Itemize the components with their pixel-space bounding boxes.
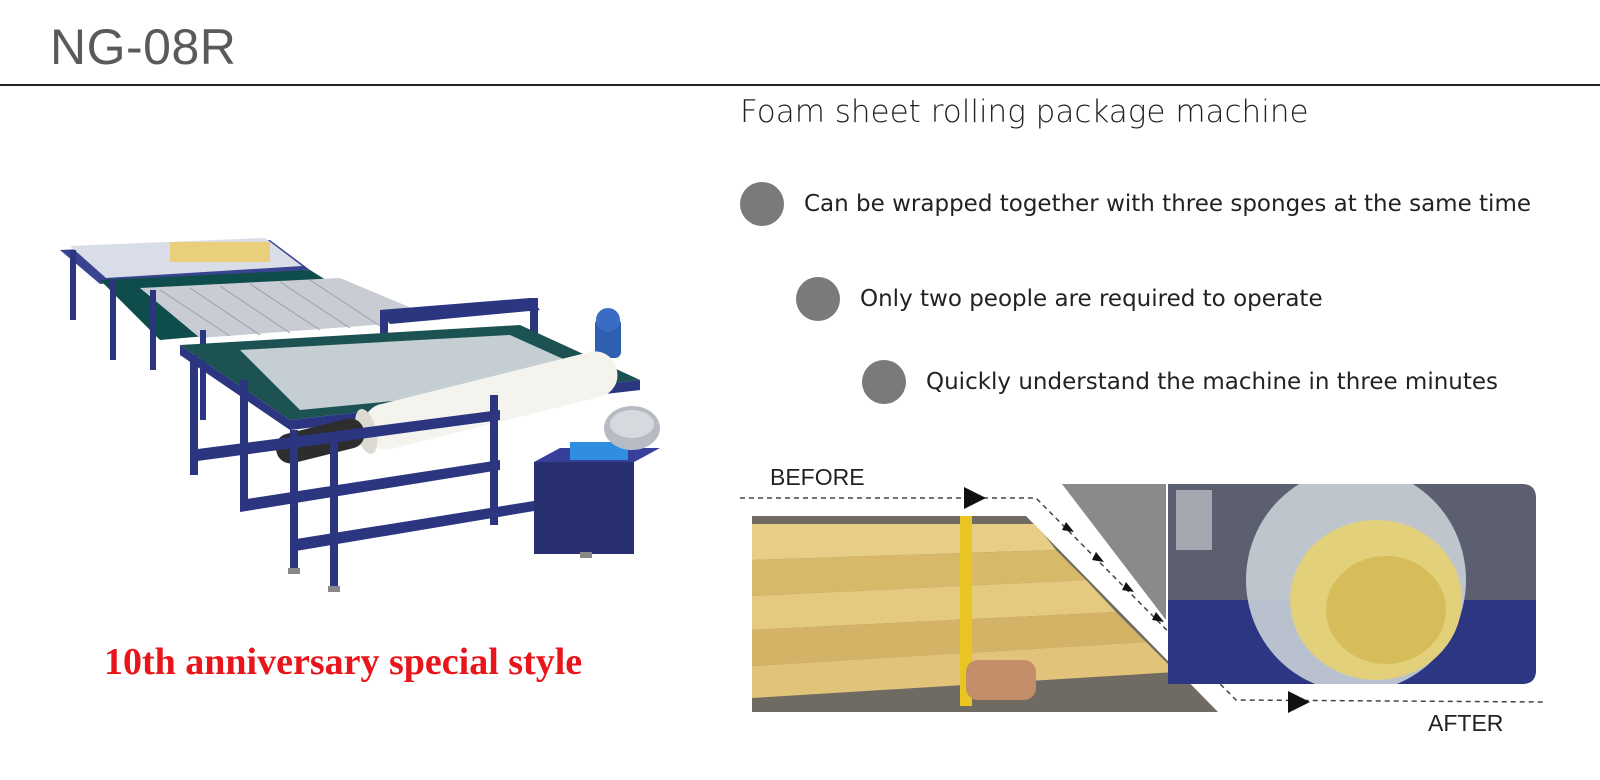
product-subtitle: Foam sheet rolling package machine (740, 94, 1309, 130)
machine-image (60, 238, 660, 592)
before-after-image (740, 484, 1545, 713)
feature-text: Can be wrapped together with three spong… (804, 191, 1532, 217)
feature-text: Quickly understand the machine in three … (926, 369, 1499, 395)
after-label: AFTER (1428, 710, 1504, 736)
feature-text: Only two people are required to operate (860, 286, 1323, 312)
model-title: NG-08R (50, 19, 237, 75)
bullet-dot-icon (862, 360, 906, 404)
promo-text: 10th anniversary special style (104, 641, 583, 683)
header-divider (0, 84, 1600, 86)
bullet-dot-icon (796, 277, 840, 321)
arrow-right-icon (1288, 691, 1310, 713)
bullet-dot-icon (740, 182, 784, 226)
before-label: BEFORE (770, 464, 865, 490)
arrow-right-icon (964, 487, 986, 509)
feature-item: Only two people are required to operate (796, 277, 1323, 321)
feature-item: Quickly understand the machine in three … (862, 360, 1498, 404)
feature-item: Can be wrapped together with three spong… (740, 182, 1531, 226)
